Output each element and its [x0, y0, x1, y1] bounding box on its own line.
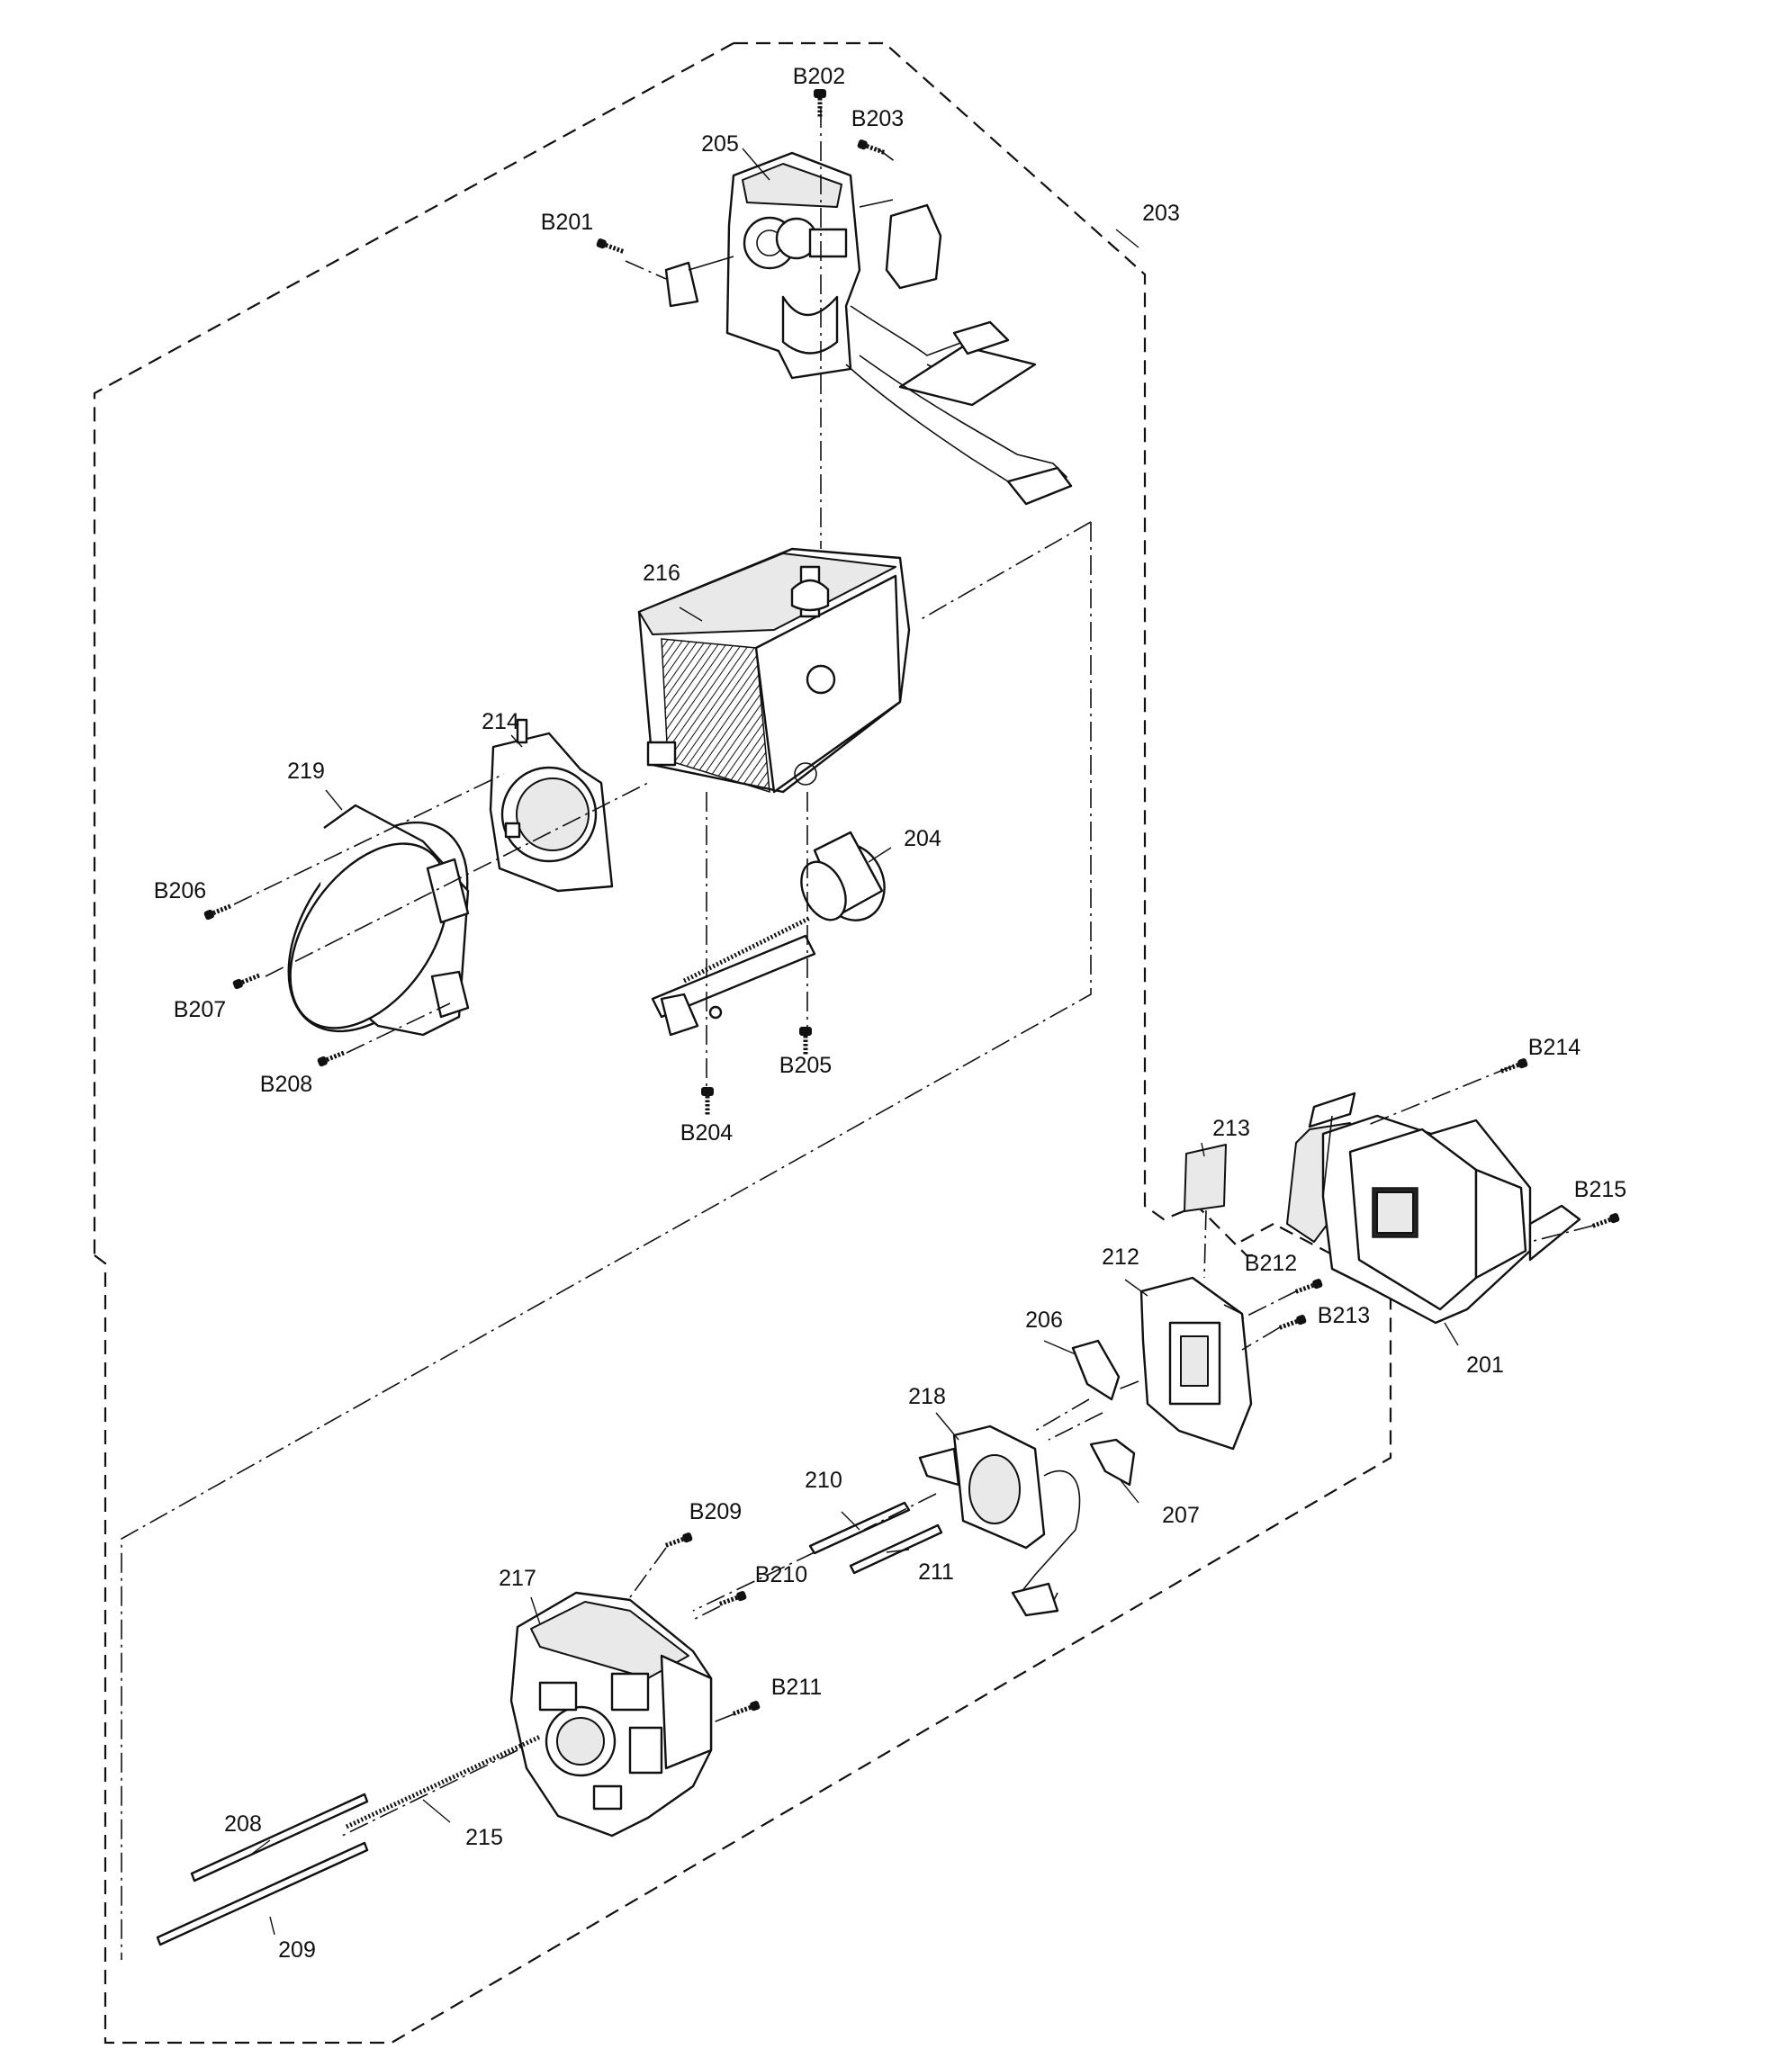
label-211: 211 [918, 1559, 954, 1585]
screw-B205 [799, 1027, 812, 1055]
label-B210: B210 [755, 1562, 807, 1587]
label-B209: B209 [689, 1499, 742, 1524]
part-208-rod [190, 1793, 369, 1883]
label-B202: B202 [793, 64, 845, 89]
part-207-plate [1089, 1438, 1136, 1487]
label-204: 204 [904, 826, 941, 851]
assembly-boundary-outer [93, 41, 1392, 2045]
label-210: 210 [805, 1468, 842, 1493]
screw-B211 [732, 1700, 761, 1718]
part-212-frame [1139, 1276, 1253, 1451]
label-B212: B212 [1245, 1251, 1297, 1276]
label-215: 215 [465, 1825, 503, 1850]
label-205: 205 [701, 131, 739, 157]
screw-B204 [701, 1087, 714, 1115]
label-B208: B208 [260, 1072, 312, 1097]
part-204-motor [651, 831, 886, 1037]
label-206: 206 [1025, 1308, 1063, 1333]
screw-B209 [664, 1532, 694, 1550]
label-203: 203 [1142, 201, 1180, 226]
screw-B206 [203, 902, 232, 921]
part-216-lens-barrel [637, 547, 911, 794]
screw-B215 [1591, 1212, 1621, 1230]
label-B214: B214 [1528, 1035, 1580, 1060]
label-B203: B203 [851, 106, 904, 131]
label-219: 219 [287, 759, 325, 784]
label-218: 218 [908, 1384, 946, 1409]
screw-B210 [718, 1590, 748, 1608]
label-213: 213 [1212, 1116, 1250, 1141]
screw-B203 [857, 139, 887, 157]
screw-B208 [317, 1048, 346, 1067]
part-201-ccd-block [1286, 1092, 1581, 1325]
label-B205: B205 [779, 1053, 832, 1078]
part-215-lead-screw [345, 1734, 542, 1829]
part-217-focus-block [509, 1591, 713, 1838]
part-214-diaphragm [489, 718, 614, 893]
screw-B214 [1499, 1057, 1529, 1075]
label-B206: B206 [154, 878, 206, 903]
part-218-shutter [918, 1424, 1081, 1617]
part-213-filter [1184, 1144, 1227, 1212]
label-214: 214 [482, 709, 519, 734]
screw-B201 [596, 238, 626, 256]
screw-B207 [232, 971, 261, 990]
label-B207: B207 [174, 997, 226, 1022]
label-B211: B211 [771, 1675, 823, 1700]
assembly-boundary-upper-block [121, 521, 1092, 1960]
part-209-rod [156, 1841, 369, 1946]
screw-B202 [814, 89, 826, 117]
leader-lines [251, 148, 1459, 1936]
label-201: 201 [1466, 1353, 1504, 1378]
label-216: 216 [643, 561, 680, 586]
label-217: 217 [499, 1566, 536, 1591]
part-210-rod [808, 1501, 911, 1555]
labels: B202 B203 205 203 B201 216 214 219 204 B… [154, 64, 1626, 1963]
label-B215: B215 [1574, 1177, 1626, 1202]
part-206-plate [1071, 1339, 1121, 1401]
part-205-top-block [664, 151, 1073, 506]
label-B201: B201 [541, 210, 593, 235]
label-212: 212 [1102, 1245, 1139, 1270]
label-207: 207 [1162, 1503, 1200, 1528]
label-B204: B204 [680, 1120, 733, 1146]
screw-B212 [1294, 1278, 1324, 1296]
label-209: 209 [278, 1937, 316, 1963]
label-208: 208 [224, 1811, 262, 1837]
screw-B213 [1278, 1314, 1308, 1332]
part-211-rod [849, 1523, 943, 1575]
label-B213: B213 [1318, 1303, 1370, 1328]
assembly-center-lines [233, 108, 1594, 1837]
part-219-front-cover [287, 804, 470, 1037]
